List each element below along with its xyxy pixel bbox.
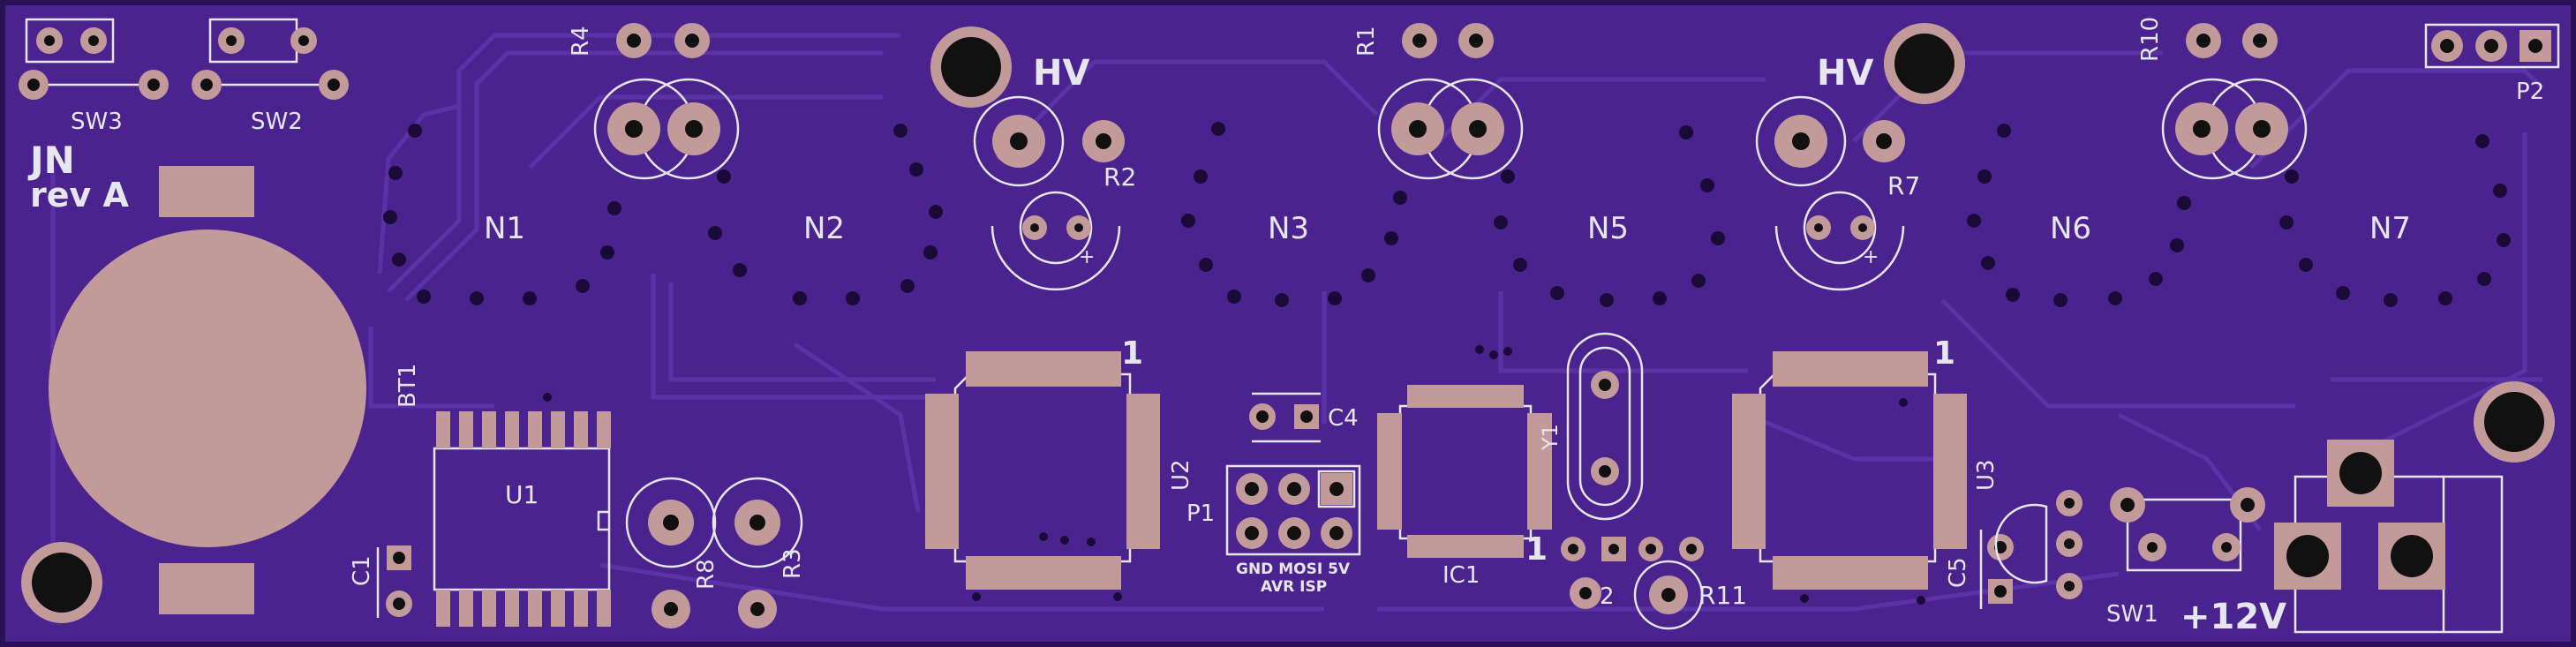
svg-text:+: +	[1079, 246, 1095, 268]
tube-n6: N6	[2050, 211, 2091, 246]
battery-bt1: BT1	[49, 166, 421, 614]
chip-u1: U1	[433, 411, 611, 627]
mounting-hole-br	[2474, 381, 2555, 463]
svg-text:+: +	[1863, 246, 1879, 268]
label-r4: R4	[568, 26, 594, 56]
resistor-r4: R4	[568, 23, 740, 180]
label-u2: U2	[1168, 459, 1194, 491]
vias	[543, 345, 1925, 605]
capacitor-c4: C4	[1249, 392, 1359, 443]
tube-n5: N5	[1587, 211, 1629, 246]
pin1-ic1: 1	[1525, 531, 1548, 568]
chip-u3: 1 U3	[1732, 335, 2000, 590]
resistor-r1: R1	[1353, 23, 1524, 180]
copper-traces	[50, 33, 2544, 612]
label-p1: P1	[1186, 500, 1215, 527]
header-p2[interactable]: P2	[2424, 23, 2560, 105]
resistor-r8: R8	[625, 477, 719, 628]
switch-sw3[interactable]: SW3	[19, 18, 169, 135]
tube-n2: N2	[803, 211, 845, 246]
hv-section-right: HV R7 +	[1755, 53, 1920, 291]
capacitor-c1: C1	[349, 545, 412, 618]
trimmer-r11: 2 R11	[1561, 537, 1747, 630]
label-ic1: IC1	[1442, 562, 1480, 589]
power-jack: +12V	[2181, 440, 2504, 637]
label-sw2: SW2	[251, 109, 303, 135]
label-u1: U1	[505, 480, 539, 509]
label-c1: C1	[349, 555, 375, 586]
label-r7: R7	[1887, 171, 1920, 200]
resistor-r10: R10	[2137, 17, 2308, 180]
switch-sw2[interactable]: SW2	[192, 18, 349, 135]
pin1-u2: 1	[1121, 335, 1143, 372]
label-sw1: SW1	[2106, 601, 2158, 628]
resistor-r3: R3	[712, 477, 806, 628]
label-r1: R1	[1353, 26, 1380, 56]
label-c4: C4	[1328, 405, 1359, 432]
pin2-r11: 2	[1600, 583, 1615, 610]
mounting-hole-tr	[1884, 23, 1965, 104]
transistor	[1994, 490, 2083, 599]
label-r8: R8	[693, 559, 719, 590]
capacitor-c5: C5	[1945, 530, 2014, 609]
header-p1[interactable]: P1 GND MOSI 5V AVR ISP	[1186, 464, 1361, 596]
label-r10: R10	[2137, 17, 2164, 62]
label-bt1: BT1	[395, 364, 421, 408]
isp-title: AVR ISP	[1261, 578, 1327, 596]
switch-sw1[interactable]: SW1	[2106, 487, 2265, 628]
tube-labels: N1 N2 N3 N5 N6 N7	[484, 211, 2411, 246]
tube-holes	[383, 122, 2511, 307]
label-u3: U3	[1973, 459, 2000, 491]
crystal-y1: Y1	[1538, 332, 1644, 521]
label-c5: C5	[1945, 557, 1971, 588]
pin1-u3: 1	[1933, 335, 1955, 372]
tube-n1: N1	[484, 211, 525, 246]
label-r11: R11	[1699, 581, 1747, 610]
label-sw3: SW3	[71, 109, 123, 135]
chip-u2: 1 U2	[925, 335, 1194, 590]
power-label: +12V	[2181, 597, 2286, 637]
hv-label-right: HV	[1817, 53, 1873, 94]
mounting-hole-bl	[21, 542, 102, 623]
hv-label-left: HV	[1033, 53, 1089, 94]
chip-ic1: IC1 1	[1377, 385, 1552, 589]
label-r3: R3	[780, 548, 806, 579]
mounting-hole-tl	[930, 26, 1012, 108]
tube-n7: N7	[2369, 211, 2411, 246]
tube-n3: N3	[1268, 211, 1309, 246]
hv-section-left: HV R2 +	[973, 53, 1136, 291]
board-revision: rev A	[30, 176, 130, 214]
isp-pin-labels: GND MOSI 5V	[1236, 560, 1351, 578]
label-r2: R2	[1103, 162, 1136, 192]
board-name: JN	[27, 139, 75, 182]
label-p2: P2	[2516, 79, 2544, 105]
label-y1: Y1	[1538, 424, 1563, 451]
